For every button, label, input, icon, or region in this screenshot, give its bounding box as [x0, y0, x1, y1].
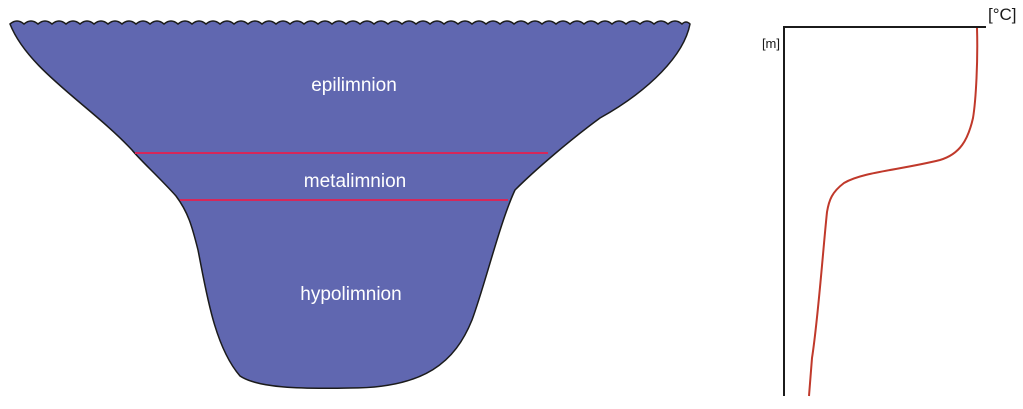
depth-unit-label: [m] — [762, 36, 780, 51]
label-hypolimnion: hypolimnion — [300, 284, 401, 305]
label-epilimnion: epilimnion — [311, 75, 397, 96]
temperature-unit-label: [°C] — [988, 5, 1017, 24]
lake-water-body — [9, 20, 691, 390]
lake-basin — [9, 20, 691, 390]
label-metalimnion: metalimnion — [304, 171, 406, 192]
temperature-curve — [808, 27, 979, 397]
temperature-profile: [m] [°C] — [762, 5, 1017, 397]
